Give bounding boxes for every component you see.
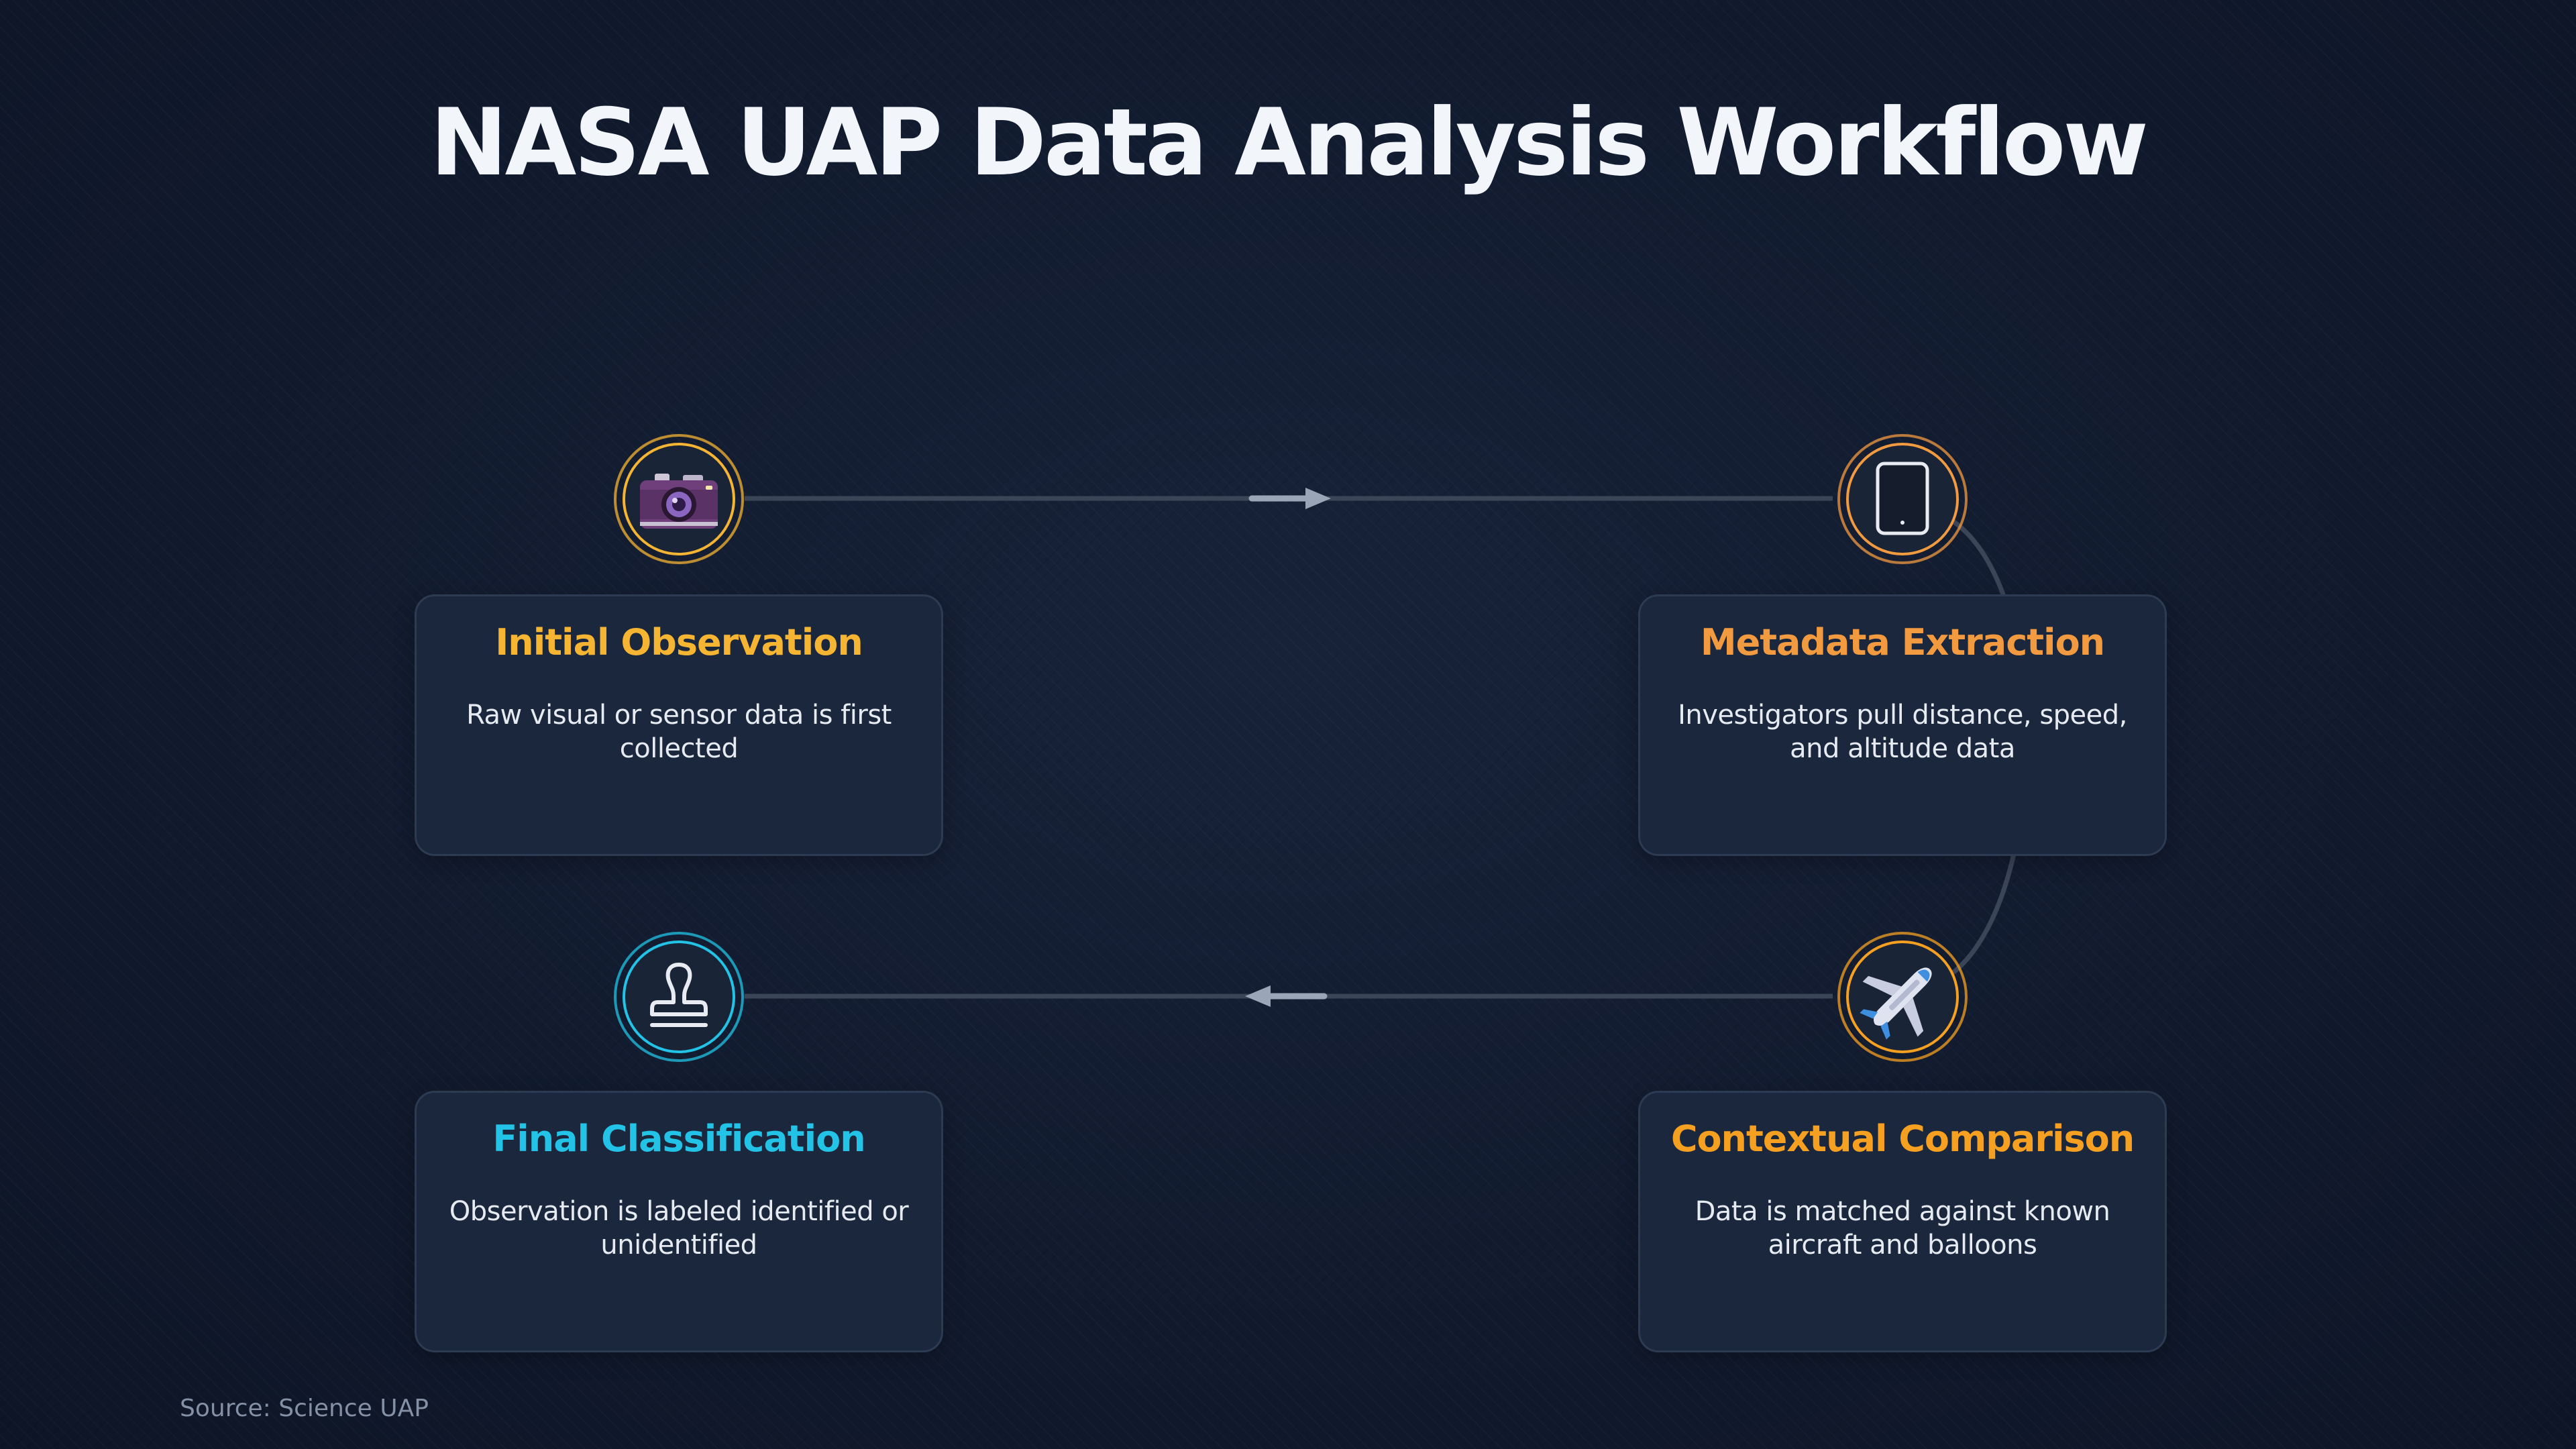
tablet-icon [1837, 434, 1968, 564]
stamp-icon [614, 932, 744, 1062]
step-description: Investigators pull distance, speed, and … [1678, 700, 2127, 764]
step-4-node [613, 931, 745, 1063]
step-description: Data is matched against known aircraft a… [1695, 1196, 2110, 1260]
step-title: Initial Observation [495, 621, 863, 663]
step-card-metadata-extraction: Metadata Extraction Investigators pull d… [1638, 594, 2167, 856]
step-card-initial-observation: Initial Observation Raw visual or sensor… [415, 594, 943, 856]
step-card-final-classification: Final Classification Observation is labe… [415, 1091, 943, 1352]
source-note: Source: Science UAP [180, 1395, 429, 1422]
arrow-left-icon [1245, 985, 1328, 1007]
step-1-node [613, 433, 745, 565]
step-title: Final Classification [492, 1118, 865, 1160]
arrow-right-icon [1248, 488, 1331, 509]
camera-icon [614, 434, 744, 564]
step-2-node [1837, 433, 1968, 565]
step-title: Contextual Comparison [1670, 1118, 2135, 1160]
step-card-contextual-comparison: Contextual Comparison Data is matched ag… [1638, 1091, 2167, 1352]
step-description: Observation is labeled identified or uni… [449, 1196, 909, 1260]
airplane-icon [1837, 932, 1968, 1062]
step-title: Metadata Extraction [1700, 621, 2105, 663]
step-3-node [1837, 931, 1968, 1063]
step-description: Raw visual or sensor data is first colle… [466, 700, 892, 764]
diagram-title: NASA UAP Data Analysis Workflow [430, 89, 2149, 197]
